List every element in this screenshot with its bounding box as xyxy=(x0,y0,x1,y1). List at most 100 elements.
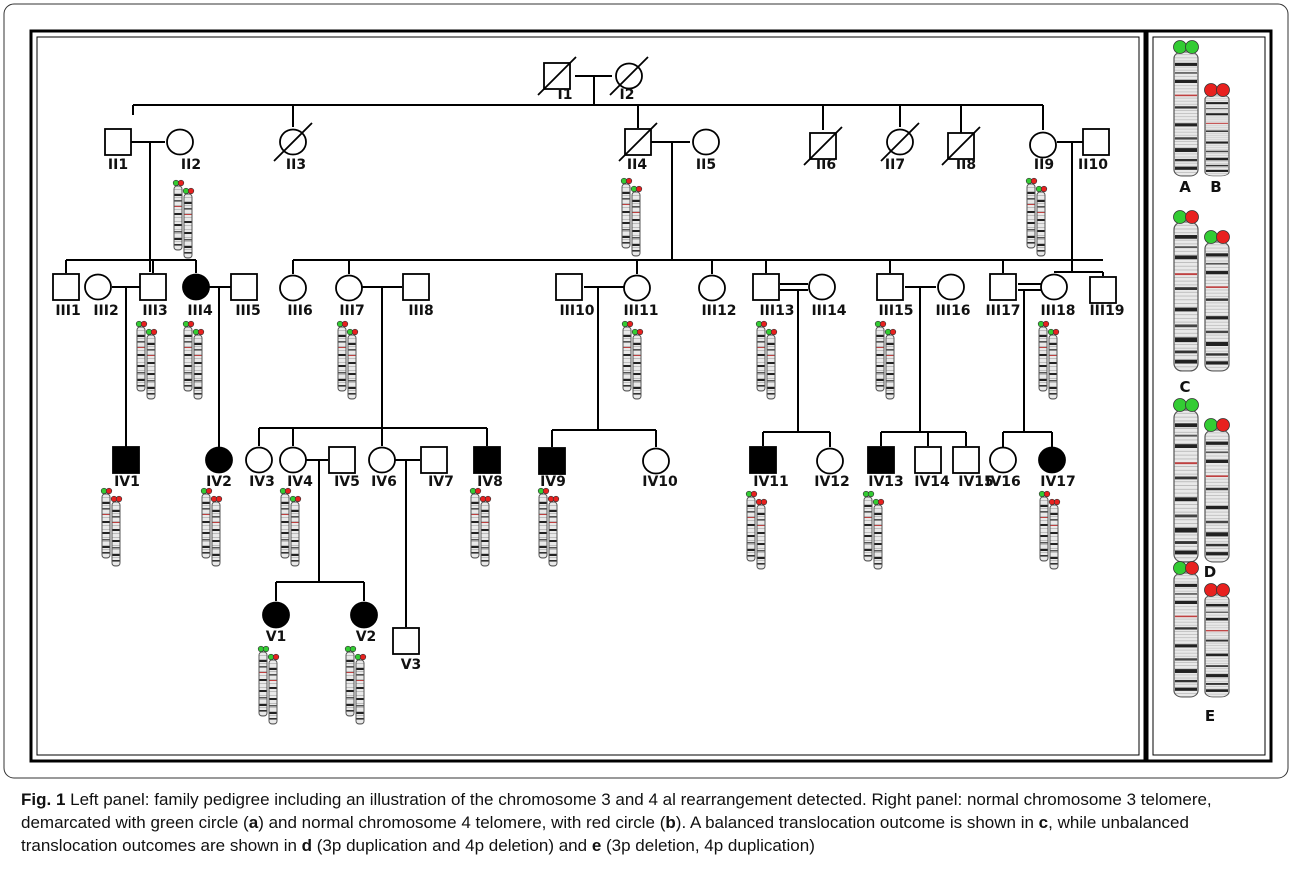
karyotype-iii11 xyxy=(621,320,644,400)
female-symbol xyxy=(623,274,651,302)
person-iv14: IV14 xyxy=(914,446,950,490)
person-v3: V3 xyxy=(392,627,421,673)
telomere-dot xyxy=(341,320,349,328)
chromosome-icon xyxy=(621,183,631,249)
person-label: III19 xyxy=(1089,303,1124,319)
person-label: II2 xyxy=(181,157,201,173)
chromosome-icon xyxy=(470,493,480,559)
person-label: IV5 xyxy=(334,474,360,490)
person-label: II9 xyxy=(1034,157,1054,173)
person-label: IV3 xyxy=(249,474,275,490)
telomere-dot xyxy=(1216,230,1230,244)
deceased-slash xyxy=(273,122,313,162)
person-ii4: II4 xyxy=(618,122,658,173)
telomere-dot xyxy=(1216,418,1230,432)
person-iii5: III5 xyxy=(230,273,261,319)
person-label: II6 xyxy=(816,157,836,173)
karyotype-iv17 xyxy=(1038,490,1061,570)
telomere-dot xyxy=(1216,83,1230,97)
chromosome-icon xyxy=(548,501,558,567)
person-ii2: II2 xyxy=(166,128,201,173)
left-panel-frame xyxy=(29,29,1147,763)
person-ii3: II3 xyxy=(273,122,313,173)
female-symbol xyxy=(692,128,720,156)
person-iii17: III17 xyxy=(985,273,1021,319)
female-symbol xyxy=(368,446,396,474)
affected-male-symbol xyxy=(538,447,566,475)
chromosome-icon xyxy=(1173,572,1199,698)
telomere-dot xyxy=(1173,40,1187,54)
chromosome-icon xyxy=(337,326,347,392)
person-iv17: IV17 xyxy=(1038,446,1076,490)
person-label: III13 xyxy=(759,303,794,319)
person-iii8: III8 xyxy=(402,273,434,319)
figure-caption: Fig. 1 Left panel: family pedigree inclu… xyxy=(21,788,1271,857)
telomere-dot xyxy=(1173,561,1187,575)
karyotype-ii4 xyxy=(620,177,643,257)
telomere-dot xyxy=(626,320,634,328)
person-label: III10 xyxy=(559,303,594,319)
chromosome-icon xyxy=(538,493,548,559)
telomere-dot xyxy=(359,653,367,661)
person-label: III18 xyxy=(1040,303,1075,319)
person-iii19: III19 xyxy=(1089,276,1125,319)
chromosome-icon xyxy=(1204,241,1230,372)
telomere-dot xyxy=(770,328,778,336)
legend-label-e: E xyxy=(1205,707,1215,725)
karyotype-icons xyxy=(100,177,1061,725)
person-ii1: II1 xyxy=(104,128,132,173)
deceased-slash xyxy=(609,56,649,96)
telomere-dot xyxy=(1216,583,1230,597)
chromosome-icon xyxy=(756,504,766,570)
caption-d: d xyxy=(301,836,313,855)
karyotype-iv13 xyxy=(862,490,885,570)
person-label: IV14 xyxy=(914,474,950,490)
caption-text-6: (3p deletion, 4p duplication) xyxy=(601,836,815,855)
person-label: III7 xyxy=(339,303,364,319)
person-label: IV12 xyxy=(814,474,850,490)
chromosome-icon xyxy=(268,659,278,725)
karyotype-iii4 xyxy=(182,320,205,400)
person-iii4: III4 xyxy=(182,273,213,319)
left-panel-frame-inner xyxy=(36,36,1140,756)
chromosome-icon xyxy=(1204,429,1230,563)
karyotype-iv11 xyxy=(745,490,768,570)
caption-text-3: ). A balanced translocation outcome is s… xyxy=(675,813,1039,832)
telomere-dot xyxy=(542,487,550,495)
male-symbol xyxy=(952,446,980,474)
person-ii5: II5 xyxy=(692,128,720,173)
female-symbol xyxy=(84,273,112,301)
telomere-dot xyxy=(1173,398,1187,412)
telomere-dot xyxy=(187,320,195,328)
chromosome-icon xyxy=(1173,221,1199,372)
person-iii2: III2 xyxy=(84,273,119,319)
person-i2: I2 xyxy=(609,56,649,103)
chromosome-icon xyxy=(746,496,756,562)
chromosome-icon xyxy=(290,501,300,567)
female-symbol xyxy=(1029,131,1057,159)
telomere-dot xyxy=(1185,210,1199,224)
person-iv1: IV1 xyxy=(112,446,140,490)
person-iv5: IV5 xyxy=(328,446,360,490)
karyotype-iii18 xyxy=(1037,320,1060,400)
person-label: III11 xyxy=(623,303,658,319)
chromosome-icon xyxy=(631,191,641,257)
female-symbol xyxy=(816,447,844,475)
karyotype-iv2 xyxy=(200,487,223,567)
person-iii10: III10 xyxy=(555,273,595,319)
telomere-dot xyxy=(187,187,195,195)
legend-chromosome-g xyxy=(1173,561,1199,698)
legend-chromosome-a xyxy=(1173,40,1199,177)
person-iii11: III11 xyxy=(623,274,659,319)
female-symbol xyxy=(335,274,363,302)
chromosome-icon xyxy=(146,334,156,400)
chromosome-icon xyxy=(1173,409,1199,563)
person-label: II7 xyxy=(885,157,905,173)
male-symbol xyxy=(876,273,904,301)
telomere-dot xyxy=(215,495,223,503)
chromosome-icon xyxy=(863,496,873,562)
person-ii9: II9 xyxy=(1029,131,1057,173)
relationship-lines xyxy=(65,75,1104,627)
